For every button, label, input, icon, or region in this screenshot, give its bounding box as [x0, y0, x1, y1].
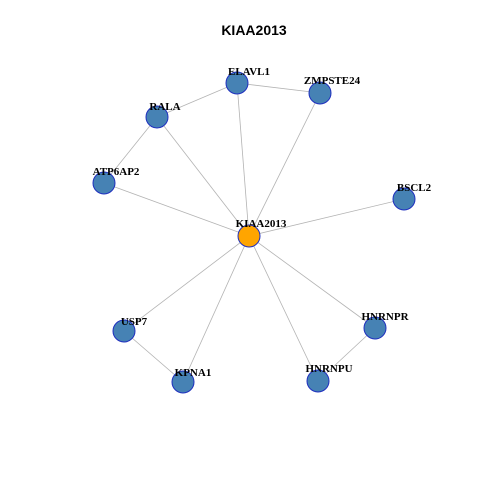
node-label-usp7: USP7	[121, 316, 148, 328]
node-kpna1	[171, 370, 195, 394]
node-hnrnpu	[306, 369, 330, 393]
node-layer	[92, 71, 416, 394]
node-kiaa2013	[237, 224, 261, 248]
edge-kiaa2013-elavl1	[236, 82, 250, 237]
node-usp7	[112, 319, 136, 343]
edge-rala-atp6ap2	[103, 116, 158, 184]
node-atp6ap2	[92, 171, 116, 195]
edge-layer	[103, 82, 405, 383]
edge-elavl1-zmpste24	[236, 82, 321, 94]
edge-elavl1-rala	[156, 82, 238, 118]
edge-usp7-kpna1	[123, 330, 184, 383]
edge-kiaa2013-zmpste24	[248, 92, 321, 237]
node-label-zmpste24: ZMPSTE24	[304, 75, 361, 87]
node-rala	[145, 105, 169, 129]
edge-kiaa2013-atp6ap2	[103, 182, 250, 237]
edge-kiaa2013-usp7	[123, 235, 250, 332]
graph-title: KIAA2013	[221, 22, 287, 38]
edge-kiaa2013-kpna1	[182, 235, 250, 383]
node-label-atp6ap2: ATP6AP2	[93, 166, 140, 178]
node-bscl2	[392, 187, 416, 211]
edge-kiaa2013-hnrnpu	[248, 235, 319, 382]
node-label-rala: RALA	[149, 101, 180, 113]
node-elavl1	[225, 71, 249, 95]
node-label-kiaa2013: KIAA2013	[236, 218, 287, 230]
edge-kiaa2013-bscl2	[248, 198, 405, 237]
node-label-hnrnpu: HNRNPU	[305, 363, 352, 375]
edge-hnrnpr-hnrnpu	[317, 327, 376, 382]
node-hnrnpr	[363, 316, 387, 340]
node-label-bscl2: BSCL2	[397, 182, 432, 194]
edge-kiaa2013-hnrnpr	[248, 235, 376, 329]
node-label-elavl1: ELAVL1	[228, 66, 270, 78]
node-label-kpna1: KPNA1	[175, 367, 212, 379]
node-zmpste24	[308, 81, 332, 105]
edge-kiaa2013-rala	[156, 116, 250, 237]
node-label-hnrnpr: HNRNPR	[361, 311, 409, 323]
